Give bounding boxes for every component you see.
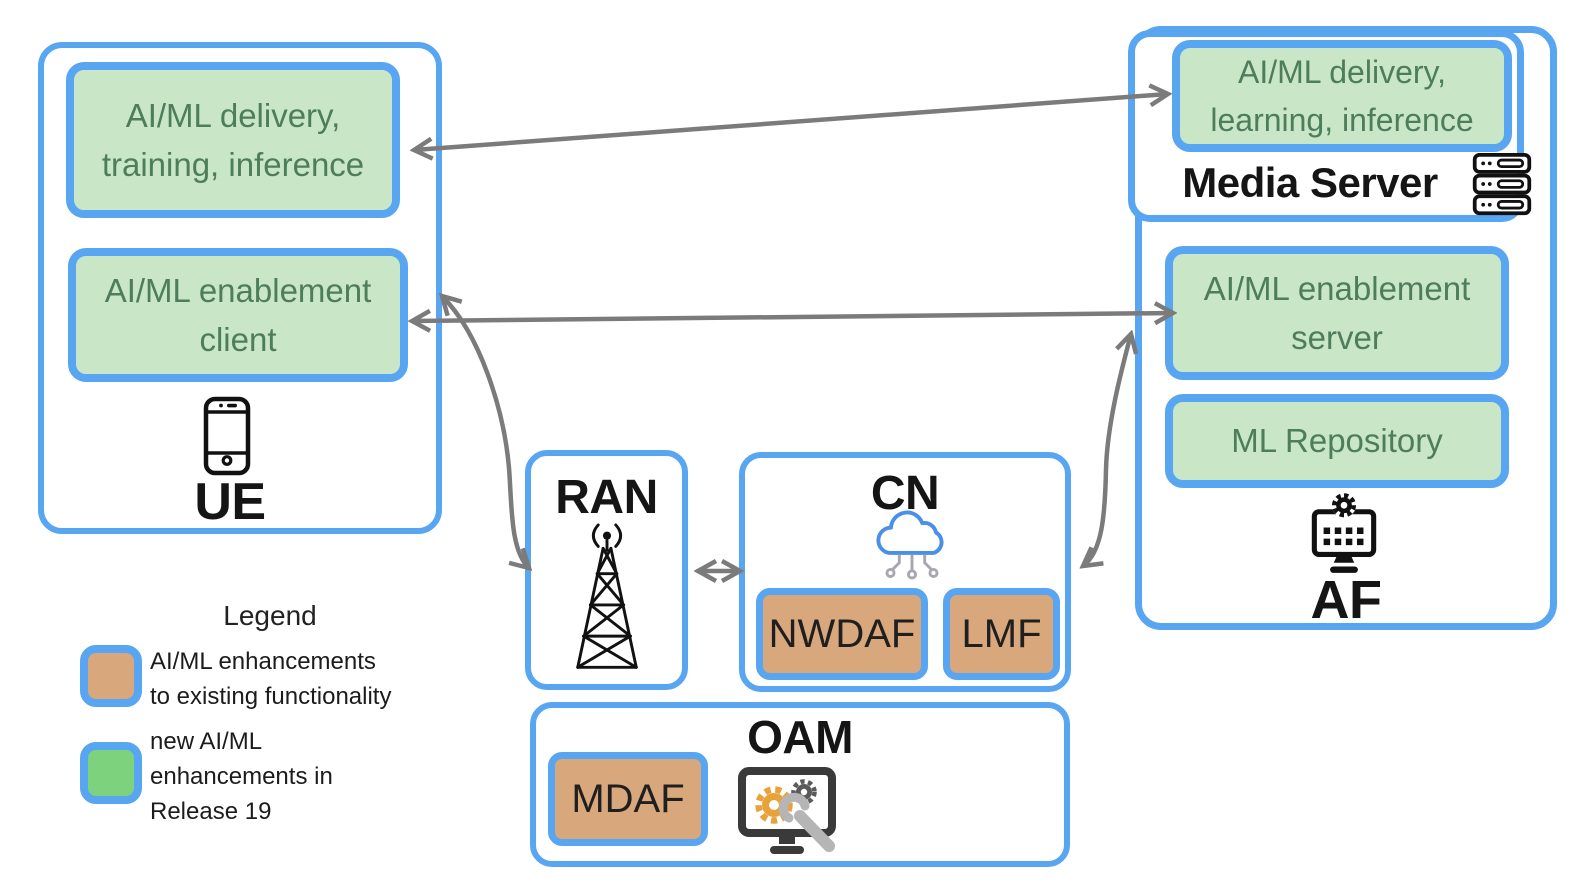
af-label: AF (1310, 570, 1382, 630)
ue-label: UE (194, 473, 266, 531)
legend-item-new-release19: new AI/ML enhancements in Release 19 (150, 728, 333, 825)
nwdaf-box: NWDAF (756, 588, 928, 680)
media-server-delivery-label: AI/ML delivery, learning, inference (1210, 54, 1474, 138)
oam-box: OAM MDAF (530, 702, 1070, 867)
ran-box: RAN (525, 450, 688, 690)
media-server-label: Media Server (1182, 159, 1438, 206)
mdaf-label: MDAF (571, 776, 685, 821)
monitor-gears-wrench-icon (737, 766, 849, 862)
legend-swatch-new-release19 (80, 742, 142, 804)
radio-tower-icon (568, 522, 646, 680)
legend-item-existing-functionality: AI/ML enhancements to existing functiona… (150, 648, 392, 710)
connector-af-server-to-ue-client (412, 313, 1173, 321)
connector-cn-to-af (1083, 334, 1131, 566)
ml-repository-box: ML Repository (1165, 394, 1509, 488)
ran-label: RAN (555, 471, 658, 524)
connector-ue-to-ran (442, 296, 529, 568)
ue-delivery-label: AI/ML delivery, training, inference (101, 96, 365, 184)
ue-enablement-client-box: AI/ML enablement client (68, 248, 408, 382)
monitor-gear-icon (1306, 490, 1382, 578)
legend-title: Legend (223, 600, 317, 631)
lmf-label: LMF (961, 611, 1042, 656)
af-enablement-server-label: AI/ML enablement server (1203, 269, 1471, 357)
ue-box: AI/ML delivery, training, inference AI/M… (38, 42, 442, 534)
nwdaf-label: NWDAF (768, 611, 916, 656)
ue-enablement-client-label: AI/ML enablement client (104, 271, 372, 359)
cn-box: CN NWDAF LMF (739, 452, 1071, 692)
legend-swatch-existing-functionality (80, 645, 142, 707)
connector-media-server-to-ue-delivery (414, 94, 1168, 150)
ml-repository-label: ML Repository (1231, 422, 1443, 460)
oam-label: OAM (747, 711, 853, 763)
lmf-box: LMF (943, 588, 1060, 680)
server-rack-icon (1471, 153, 1533, 217)
media-server-box: AI/ML delivery, learning, inference Medi… (1128, 30, 1532, 222)
mdaf-box: MDAF (548, 752, 708, 846)
cloud-network-icon (866, 508, 958, 594)
af-box: AI/ML delivery, learning, inference Medi… (1128, 26, 1557, 630)
smartphone-icon (203, 396, 251, 476)
ue-delivery-training-inference-box: AI/ML delivery, training, inference (66, 62, 400, 218)
af-enablement-server-box: AI/ML enablement server (1165, 246, 1509, 380)
media-server-delivery-box: AI/ML delivery, learning, inference (1172, 40, 1512, 152)
